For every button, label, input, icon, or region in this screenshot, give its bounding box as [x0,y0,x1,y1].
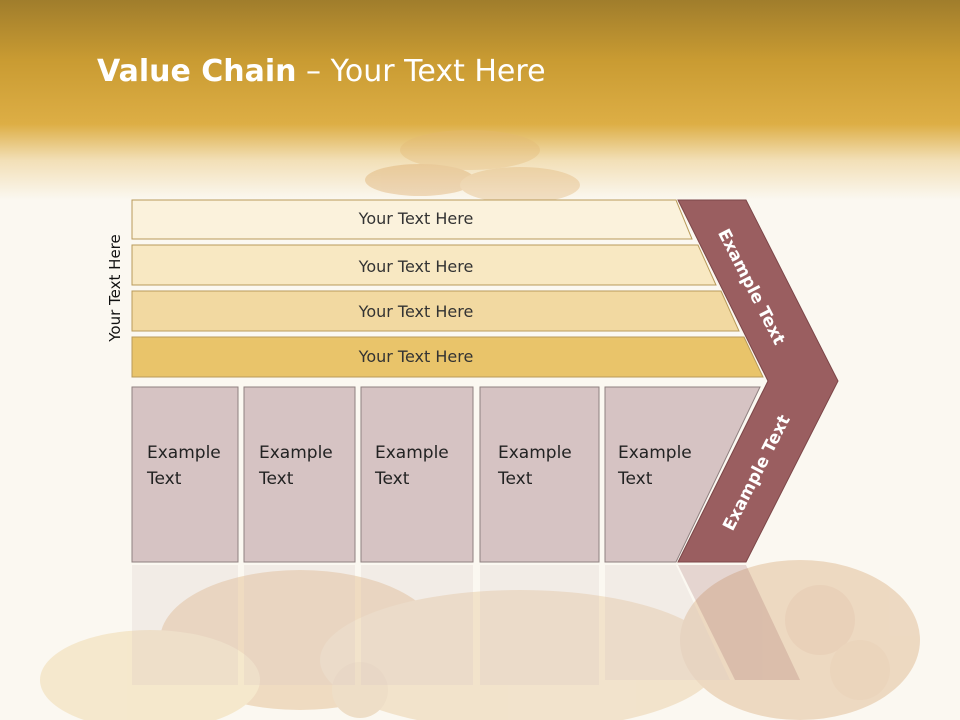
card-4-line-2: Text [497,469,533,489]
card-1-line-1: Example [147,443,221,463]
card-5-line-2: Text [617,469,653,489]
row-1-label: Your Text Here [358,209,474,228]
card-5-line-1: Example [618,443,692,463]
row-2: Your Text Here [131,244,717,286]
page-title: Value Chain – Your Text Here [97,54,546,89]
food-background-image [40,130,920,720]
row-4-label: Your Text Here [358,347,474,366]
card-5: Example Text [604,386,761,563]
card-3-line-1: Example [375,443,449,463]
row-2-label: Your Text Here [358,257,474,276]
card-2-line-2: Text [258,469,294,489]
card-1-line-2: Text [146,469,182,489]
card-3-line-2: Text [374,469,410,489]
title-bold: Value Chain [97,54,297,89]
reflection [132,565,800,685]
card-3: Example Text [360,386,474,563]
card-4-line-1: Example [498,443,572,463]
title-rest: – Your Text Here [296,54,546,89]
row-3: Your Text Here [131,290,740,332]
card-1: Example Text [131,386,239,563]
row-3-label: Your Text Here [358,302,474,321]
card-2: Example Text [243,386,356,563]
card-2-line-1: Example [259,443,333,463]
row-4: Your Text Here [131,336,764,378]
row-1: Your Text Here [131,199,693,240]
card-4: Example Text [479,386,600,563]
chevron-arrow [677,199,839,563]
header-band [0,0,960,200]
